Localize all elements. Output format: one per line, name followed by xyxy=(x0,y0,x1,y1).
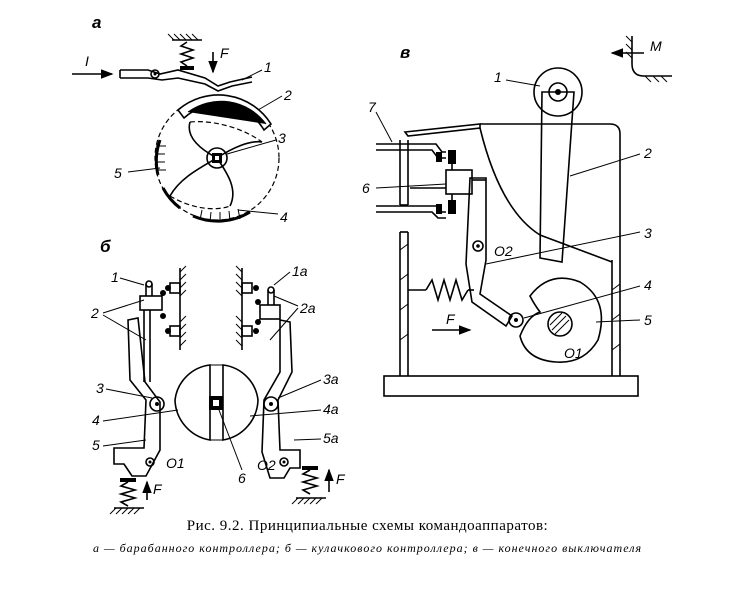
label-b-1: 1 xyxy=(111,269,119,285)
label-b-o1: O1 xyxy=(166,455,185,471)
contact-finger xyxy=(120,69,253,87)
rotating-arm xyxy=(539,91,575,263)
spoke xyxy=(169,157,218,197)
roller xyxy=(533,67,583,117)
pivot-o2 xyxy=(279,457,289,467)
panel-b-letter: б xyxy=(100,237,111,256)
moving-stop xyxy=(631,36,672,77)
label-b-4: 4 xyxy=(92,412,100,428)
roller-right xyxy=(263,396,279,412)
label-b-6: 6 xyxy=(238,470,246,486)
label-v-o2: O2 xyxy=(494,243,513,259)
cam xyxy=(519,277,603,363)
label-a-3: 3 xyxy=(278,130,286,146)
panel-a-letter: а xyxy=(92,13,101,32)
panel-a-drum-controller: а I F 1 2 xyxy=(72,13,292,225)
lever-right xyxy=(261,319,301,479)
figure-caption: Рис. 9.2. Принципиальные схемы командоап… xyxy=(0,518,735,556)
switch-housing xyxy=(383,123,639,397)
label-b-4a: 4а xyxy=(323,401,339,417)
force-label-b2: F xyxy=(336,471,346,487)
label-v-3: 3 xyxy=(644,225,652,241)
drum-shaft xyxy=(206,147,228,169)
force-label-b1: F xyxy=(153,481,163,497)
spring-a xyxy=(167,33,202,70)
finger-pivot xyxy=(150,69,160,79)
insulating-rim xyxy=(154,139,251,223)
label-a-5: 5 xyxy=(114,165,122,181)
force-label-v: F xyxy=(446,311,456,327)
pivot-o2-v xyxy=(472,240,484,252)
pivot-o1 xyxy=(145,457,155,467)
leader-1a xyxy=(241,69,263,81)
label-b-5a: 5а xyxy=(323,430,339,446)
label-b-3: 3 xyxy=(96,380,104,396)
label-v-1: 1 xyxy=(494,69,502,85)
fixed-contacts-right xyxy=(235,265,259,350)
leader-5a xyxy=(127,167,161,173)
spring-v xyxy=(408,277,474,303)
label-b-2: 2 xyxy=(90,305,99,321)
label-a-4: 4 xyxy=(280,209,288,225)
label-b-o2: O2 xyxy=(257,457,276,473)
lever-roller xyxy=(508,312,524,328)
label-b-5: 5 xyxy=(92,437,100,453)
moving-contact-right xyxy=(255,286,281,325)
force-label-a: F xyxy=(220,45,230,61)
fixed-contacts-v xyxy=(376,143,446,219)
roller-left xyxy=(149,396,165,412)
lever-v xyxy=(465,177,514,328)
contact-block xyxy=(410,150,486,214)
caption-title: Рис. 9.2. Принципиальные схемы командоап… xyxy=(186,518,549,534)
spring-right-bottom xyxy=(291,466,326,505)
label-v-5: 5 xyxy=(644,312,652,328)
cam-shaft-v xyxy=(547,311,573,337)
label-v-2: 2 xyxy=(643,145,652,161)
lever-left xyxy=(113,317,161,477)
moving-contact-left xyxy=(139,280,166,382)
label-v-4: 4 xyxy=(644,277,652,293)
spring-left-bottom xyxy=(109,478,144,515)
panel-v-letter: в xyxy=(400,43,410,62)
label-v-o1: O1 xyxy=(564,345,583,361)
label-b-1a: 1а xyxy=(292,263,308,279)
motion-label: M xyxy=(650,38,662,54)
panel-b-cam-controller: б xyxy=(90,237,346,515)
fixed-contacts-left xyxy=(165,265,187,350)
label-v-6: 6 xyxy=(362,180,370,196)
label-b-2a: 2а xyxy=(299,300,316,316)
label-a-2: 2 xyxy=(283,87,292,103)
leader-2a xyxy=(257,95,283,111)
cam-left xyxy=(174,364,211,441)
label-b-3a: 3а xyxy=(323,371,339,387)
cam-right xyxy=(222,364,259,441)
panel-v-limit-switch: в M xyxy=(362,35,672,397)
spoke xyxy=(188,121,218,159)
leader-4a xyxy=(237,209,279,215)
label-a-1: 1 xyxy=(264,59,272,75)
label-v-7: 7 xyxy=(368,99,377,115)
caption-subtitle: а — барабанного контроллера; б — кулачко… xyxy=(92,541,643,555)
leader-3a xyxy=(226,139,277,155)
current-label: I xyxy=(85,53,89,69)
